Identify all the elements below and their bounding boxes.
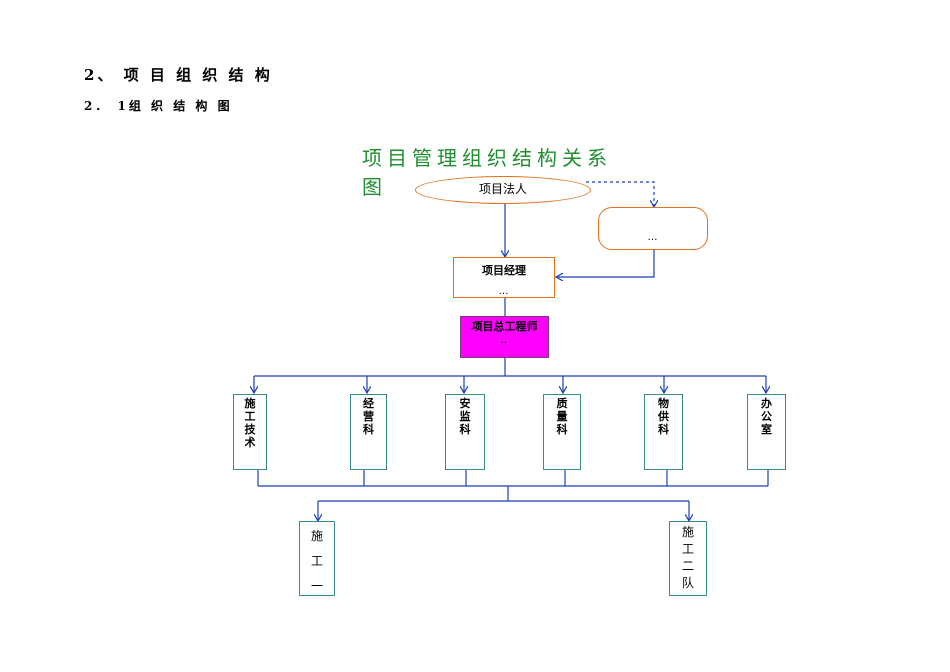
team-box-1: 施工一 — [299, 521, 335, 596]
diagram-title: 项目管理组织结构关系图 — [362, 146, 612, 199]
node-side-box-label: … — [647, 232, 659, 243]
connector-side-to-pm — [557, 250, 655, 277]
subsection-heading: 2． 1组 织 结 构 图 — [84, 99, 233, 113]
team-box-2: 施工二队 — [669, 521, 707, 596]
node-project-manager-sub: … — [498, 286, 510, 297]
dept-box-5: 物供科 — [644, 394, 683, 470]
dept-box-4: 质量科 — [543, 394, 581, 470]
dept-label-3: 安监科 — [459, 397, 471, 436]
team-label-2: 施工二队 — [681, 525, 694, 590]
node-chief-engineer: 项目总工程师 ‥ — [460, 316, 549, 358]
node-project-manager: 项目经理 … — [453, 257, 555, 298]
dept-label-5: 物供科 — [658, 397, 669, 436]
dept-box-6: 办公室 — [747, 394, 786, 470]
node-project-manager-label: 项目经理 — [482, 264, 526, 277]
node-legal-person-label: 项目法人 — [478, 182, 527, 196]
dept-box-2: 经营科 — [350, 394, 387, 470]
node-side-box: … — [598, 207, 708, 250]
node-legal-person: 项目法人 — [415, 176, 591, 204]
section-heading: 2、 项 目 组 织 结 构 — [84, 66, 273, 84]
dept-label-6: 办公室 — [761, 397, 772, 436]
dept-label-1: 施工技术 — [244, 397, 256, 449]
dept-box-3: 安监科 — [445, 394, 485, 470]
node-chief-engineer-sub: ‥ — [500, 335, 509, 346]
node-chief-engineer-label: 项目总工程师 — [471, 320, 538, 333]
dept-label-2: 经营科 — [363, 397, 374, 436]
dept-label-4: 质量科 — [556, 397, 568, 436]
team-label-1: 施工一 — [310, 529, 323, 593]
dept-box-1: 施工技术 — [233, 394, 267, 470]
